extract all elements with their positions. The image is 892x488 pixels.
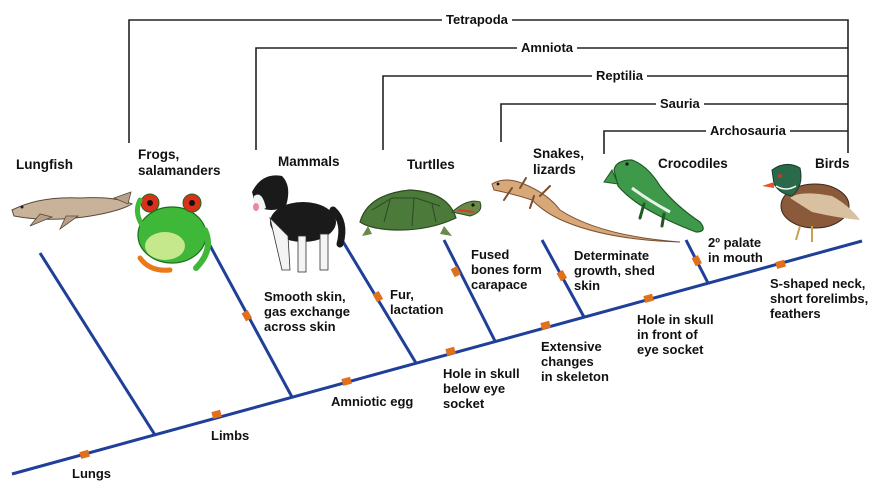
bracket-amniota (255, 47, 848, 150)
bracket-reptilia (382, 75, 848, 150)
frog-illustration (134, 193, 211, 273)
marker-fur (372, 291, 384, 303)
bracket-sauria (500, 103, 848, 142)
turtle-illustration (359, 189, 482, 236)
branch-mammals (340, 239, 418, 364)
marker-extensive (540, 320, 551, 330)
trait-label-extensive: Extensive changes in skeleton (541, 339, 609, 384)
lizard-illustration (491, 177, 681, 243)
trait-label-fused-bones: Fused bones form carapace (471, 247, 542, 292)
trait-label-hole-below: Hole in skull below eye socket (443, 366, 520, 411)
main-trunk (11, 239, 863, 476)
taxon-label-crocodiles: Crocodiles (658, 156, 728, 171)
taxon-label-mammals: Mammals (278, 154, 340, 169)
taxon-label-snakes: Snakes, lizards (533, 146, 585, 177)
trait-label-smooth-skin: Smooth skin, gas exchange across skin (264, 289, 350, 334)
group-label-archosauria: Archosauria (706, 123, 790, 138)
taxon-label-lungfish: Lungfish (16, 157, 73, 172)
taxon-label-turtles: Turtlles (407, 157, 455, 172)
branch-lungfish (38, 252, 157, 436)
group-label-reptilia: Reptilia (592, 68, 647, 83)
taxon-label-frogs: Frogs, salamanders (138, 147, 221, 178)
group-label-sauria: Sauria (656, 96, 704, 111)
marker-hole-below (445, 346, 456, 356)
bird-illustration (762, 164, 860, 242)
marker-palate (691, 255, 702, 267)
marker-s-neck (775, 259, 786, 269)
group-label-tetrapoda: Tetrapoda (442, 12, 512, 27)
marker-lungs (79, 449, 90, 459)
crocodile-illustration (603, 159, 704, 233)
marker-smooth-skin (241, 310, 253, 322)
trait-label-palate: 2º palate in mouth (708, 235, 763, 265)
trait-label-amniotic-egg: Amniotic egg (331, 394, 414, 409)
marker-hole-front (643, 293, 654, 303)
taxon-label-birds: Birds (815, 156, 850, 171)
marker-determinate (556, 270, 568, 282)
trait-label-limbs: Limbs (211, 428, 250, 443)
trait-label-s-neck: S-shaped neck, short forelimbs, feathers (770, 276, 869, 321)
trait-label-hole-front: Hole in skull in front of eye socket (637, 312, 714, 357)
marker-amniotic-egg (341, 376, 352, 386)
branch-turtles (442, 239, 497, 342)
trait-label-fur: Fur, lactation (390, 287, 444, 317)
dog-illustration (252, 175, 346, 273)
trait-label-determinate: Determinate growth, shed skin (574, 248, 655, 293)
trait-label-lungs: Lungs (72, 466, 111, 481)
trait-markers (79, 255, 786, 459)
marker-limbs (211, 409, 222, 419)
group-label-amniota: Amniota (517, 40, 577, 55)
marker-fused-bones (450, 266, 461, 278)
lungfish-illustration (11, 191, 134, 231)
